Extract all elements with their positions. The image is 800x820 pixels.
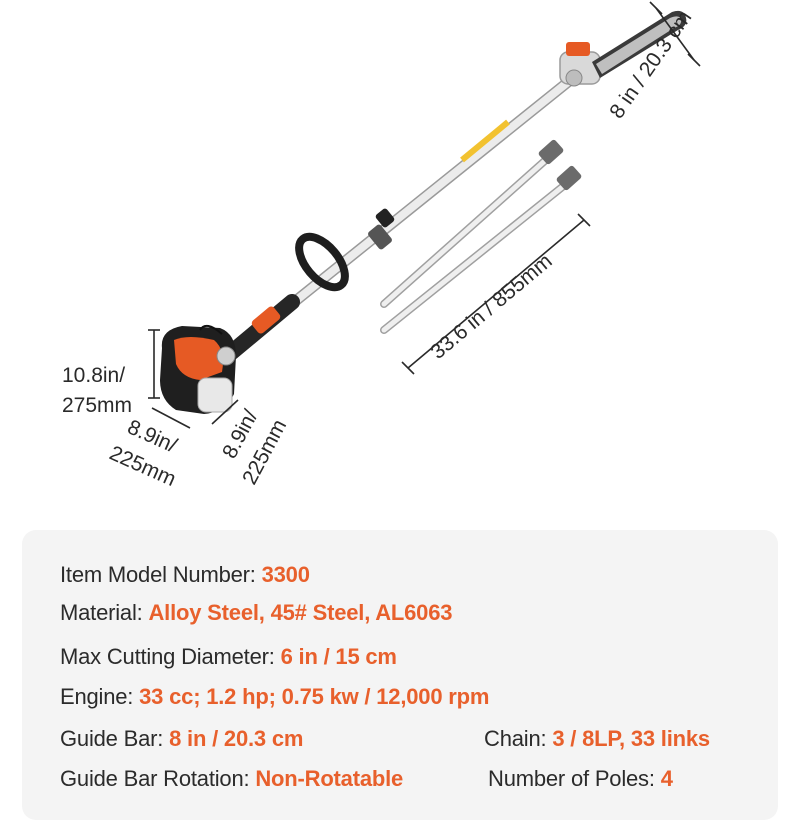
spec-engine: Engine: 33 cc; 1.2 hp; 0.75 kw / 12,000 … [60, 684, 489, 710]
spec-value: 8 in / 20.3 cm [169, 726, 304, 751]
height-dimension-mm: 275mm [62, 394, 132, 417]
loop-handle [295, 232, 349, 292]
spec-poles: Number of Poles: 4 [488, 766, 673, 792]
spec-value: 6 in / 15 cm [280, 644, 397, 669]
spec-value: 3300 [261, 562, 310, 587]
dimension-lines [148, 1, 701, 429]
rear-grip [224, 294, 300, 360]
engine-unit [160, 324, 236, 414]
spec-value: 3 / 8LP, 33 links [552, 726, 710, 751]
spec-value: Non-Rotatable [255, 766, 404, 791]
spec-rotation: Guide Bar Rotation: Non-Rotatable [60, 766, 403, 792]
spec-label: Guide Bar: [60, 726, 170, 751]
height-dimension-in: 10.8in/ [62, 364, 125, 387]
spec-label: Max Cutting Diameter: [60, 644, 281, 669]
spec-label: Engine: [60, 684, 140, 709]
spec-value: 4 [660, 766, 673, 791]
spec-model: Item Model Number: 3300 [60, 562, 310, 588]
spec-material: Material: Alloy Steel, 45# Steel, AL6063 [60, 600, 452, 626]
spec-guide-bar: Guide Bar: 8 in / 20.3 cm [60, 726, 303, 752]
spec-max-cutting: Max Cutting Diameter: 6 in / 15 cm [60, 644, 397, 670]
spec-value: Alloy Steel, 45# Steel, AL6063 [148, 600, 453, 625]
extension-poles [380, 139, 582, 334]
spec-label: Guide Bar Rotation: [60, 766, 256, 791]
spec-label: Material: [60, 600, 149, 625]
spec-label: Chain: [484, 726, 553, 751]
spec-label: Item Model Number: [60, 562, 262, 587]
spec-chain: Chain: 3 / 8LP, 33 links [484, 726, 710, 752]
pole-dimension: 33.6 in / 855mm [426, 249, 556, 363]
saw-head [559, 10, 687, 87]
spec-panel: Item Model Number: 3300 Material: Alloy … [22, 530, 778, 820]
spec-value: 33 cc; 1.2 hp; 0.75 kw / 12,000 rpm [139, 684, 490, 709]
product-figure: 8 in / 20.3 cm 33.6 in / 855mm 10.8in/ 2… [62, 1, 701, 491]
spec-label: Number of Poles: [488, 766, 661, 791]
